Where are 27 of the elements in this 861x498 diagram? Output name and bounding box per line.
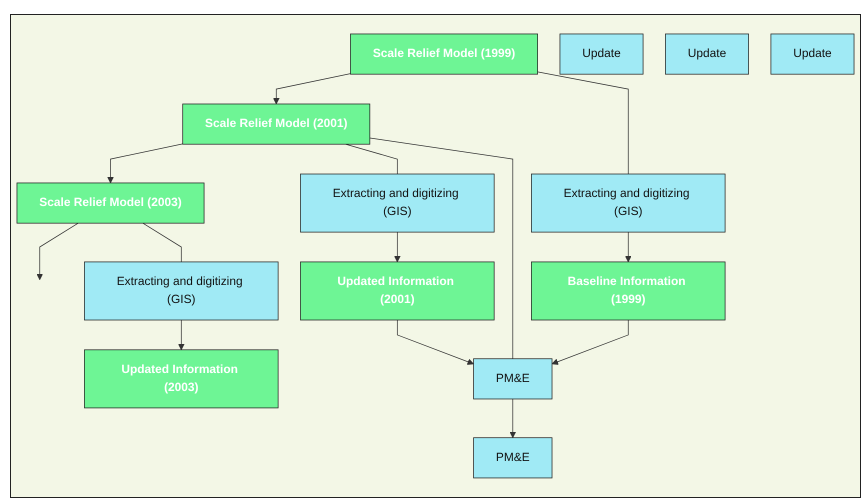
arrow — [273, 73, 351, 104]
node-box: Updated Information (2003) — [84, 350, 278, 408]
arrow — [107, 144, 184, 184]
arrow — [624, 232, 632, 262]
connector — [142, 222, 182, 262]
arrow — [394, 232, 401, 262]
connector — [537, 72, 629, 174]
node-box: Update — [770, 34, 854, 75]
node-box: PM&E — [473, 358, 552, 400]
node-box: Update — [560, 34, 644, 75]
arrow — [178, 320, 185, 350]
node-box: Scale Relief Model (1999) — [350, 34, 538, 75]
arrow — [36, 222, 78, 280]
node-box: PM&E — [473, 437, 552, 478]
node-box: Scale Relief Model (2001) — [182, 104, 370, 145]
connector — [345, 144, 398, 174]
node-box: Updated Information (2001) — [300, 262, 495, 320]
node-box: Update — [665, 34, 749, 75]
node-box: Baseline Information (1999) — [531, 262, 726, 320]
connector — [369, 138, 514, 360]
arrow — [552, 320, 629, 365]
arrow — [510, 398, 516, 438]
node-box: Scale Relief Model (2003) — [16, 182, 204, 224]
node-box: Extracting and digitizing (GIS) — [84, 262, 278, 320]
node-box: Extracting and digitizing (GIS) — [531, 174, 726, 233]
arrow — [396, 320, 474, 365]
node-box: Extracting and digitizing (GIS) — [300, 174, 495, 233]
